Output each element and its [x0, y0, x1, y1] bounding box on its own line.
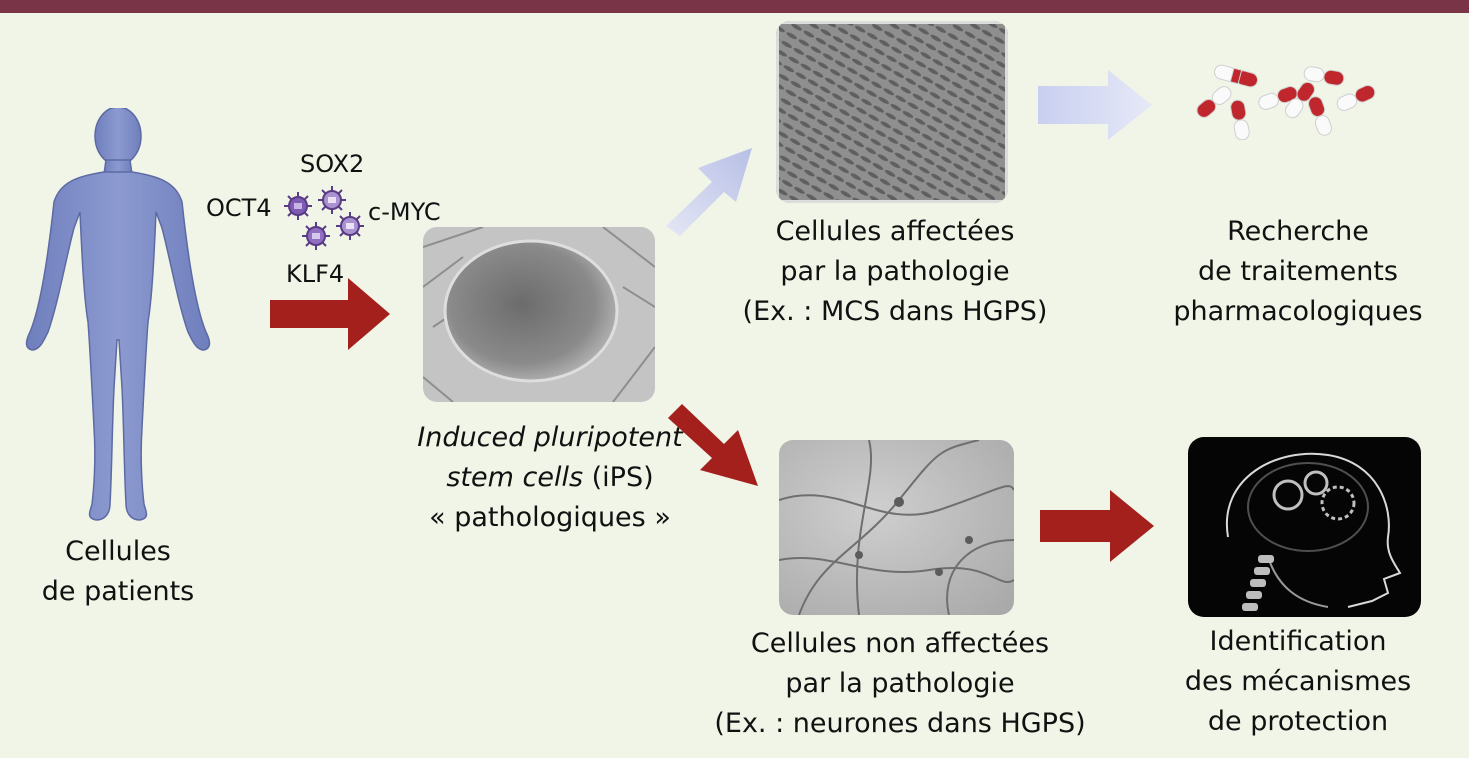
arrow-to-ips-icon	[270, 278, 390, 350]
ips-label-line2: stem cells (iPS)	[446, 462, 654, 493]
unaffected-cells-micrograph	[779, 440, 1014, 615]
factor-sox2-label: SOX2	[300, 150, 365, 178]
xray-head-image	[1188, 437, 1421, 617]
patient-cells-label: Cellules de patients	[41, 536, 195, 607]
arrow-to-research-icon	[1038, 70, 1152, 140]
research-label: Recherche de traitements pharmacologique…	[1173, 216, 1423, 327]
factor-klf4-label: KLF4	[286, 260, 345, 288]
ips-colony-micrograph	[423, 227, 655, 402]
ips-label: Induced pluripotent stem cells (iPS) « p…	[360, 418, 740, 538]
arrow-to-affected-icon	[666, 148, 752, 236]
identification-label: Identification des mécanismes de protect…	[1184, 626, 1412, 737]
ips-label-line1: Induced pluripotent	[417, 422, 683, 453]
affected-cells-micrograph	[776, 21, 1008, 203]
header-bar	[0, 0, 1469, 13]
arrow-to-unaffected-icon	[668, 404, 758, 486]
ips-label-line3: « pathologiques »	[429, 502, 671, 533]
factor-oct4-label: OCT4	[206, 194, 272, 222]
arrow-to-identification-icon	[1040, 490, 1154, 562]
pills-icon	[1196, 64, 1376, 140]
factor-cmyc-label: c-MYC	[368, 198, 441, 226]
unaffected-cells-label: Cellules non affectées par la pathologie…	[714, 628, 1086, 739]
human-body-icon	[25, 108, 211, 521]
virus-particles-icon	[284, 186, 364, 250]
affected-cells-label: Cellules affectées par la pathologie (Ex…	[742, 216, 1048, 327]
